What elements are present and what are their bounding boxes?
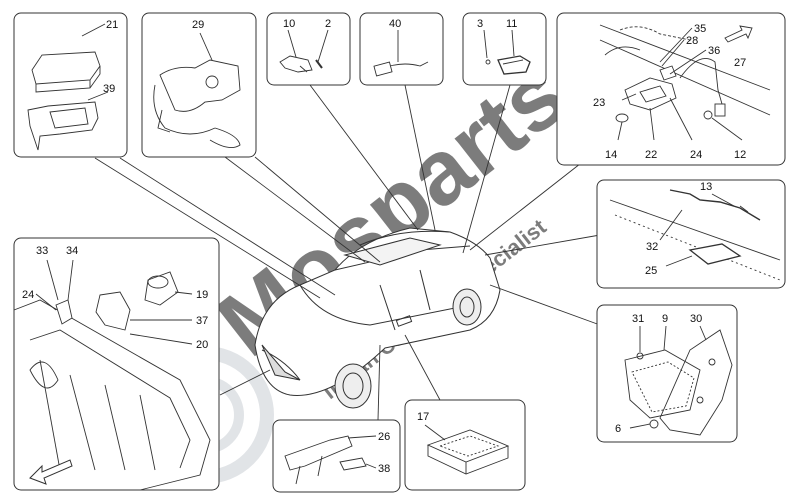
callout-37: 37	[196, 315, 208, 327]
callout-11: 11	[506, 18, 517, 30]
callout-20: 20	[196, 339, 208, 351]
callout-25: 25	[645, 265, 657, 277]
callout-34: 34	[66, 245, 78, 257]
callout-2: 2	[325, 18, 331, 30]
callout-29: 29	[192, 19, 204, 31]
callout-12: 12	[734, 149, 746, 161]
panel-boot-lamp: 13 32 25	[596, 179, 786, 289]
panel-door-26: 26 38	[272, 419, 401, 493]
panel-grille-horn: 33 34 24 19 37 20	[13, 237, 220, 491]
callout-21: 21	[106, 19, 118, 31]
panel-lamp-11: 3 11	[462, 12, 547, 86]
panel-motor-29: 29	[141, 12, 257, 158]
callout-9: 9	[662, 313, 668, 325]
rear-wheel	[452, 288, 482, 326]
callout-6: 6	[615, 423, 621, 435]
callout-33: 33	[36, 245, 48, 257]
callout-31: 31	[632, 313, 644, 325]
panel-sensor-10: 10 2	[266, 12, 351, 86]
callout-24-grille: 24	[22, 289, 34, 301]
callout-14: 14	[605, 149, 617, 161]
panel-roof-module: 35 28 36 27 23 14 22 24 12	[556, 12, 786, 166]
callout-3: 3	[477, 18, 483, 30]
callout-28: 28	[686, 35, 698, 47]
callout-26: 26	[378, 431, 390, 443]
callout-38: 38	[378, 463, 390, 475]
panel-control-unit-21: 21 39	[13, 12, 128, 158]
callout-36: 36	[708, 45, 720, 57]
callout-24: 24	[690, 149, 702, 161]
callout-23: 23	[593, 97, 605, 109]
callout-13: 13	[700, 181, 712, 193]
callout-17: 17	[417, 411, 429, 423]
callout-32: 32	[646, 241, 658, 253]
callout-40: 40	[389, 18, 401, 30]
panel-module-9: 31 9 30 6	[596, 304, 738, 443]
callout-35: 35	[694, 23, 706, 35]
direction-arrow-icon	[29, 459, 73, 485]
callout-27: 27	[734, 57, 746, 69]
callout-10: 10	[283, 18, 295, 30]
panel-connector-40: 40	[359, 12, 444, 86]
panel-module-17: 17	[404, 399, 526, 491]
front-wheel	[334, 363, 372, 409]
callout-22: 22	[645, 149, 657, 161]
vehicle-illustration	[254, 227, 501, 409]
callout-19: 19	[196, 289, 208, 301]
callout-39: 39	[103, 83, 115, 95]
callout-30: 30	[690, 313, 702, 325]
callout-lines	[94, 84, 601, 421]
